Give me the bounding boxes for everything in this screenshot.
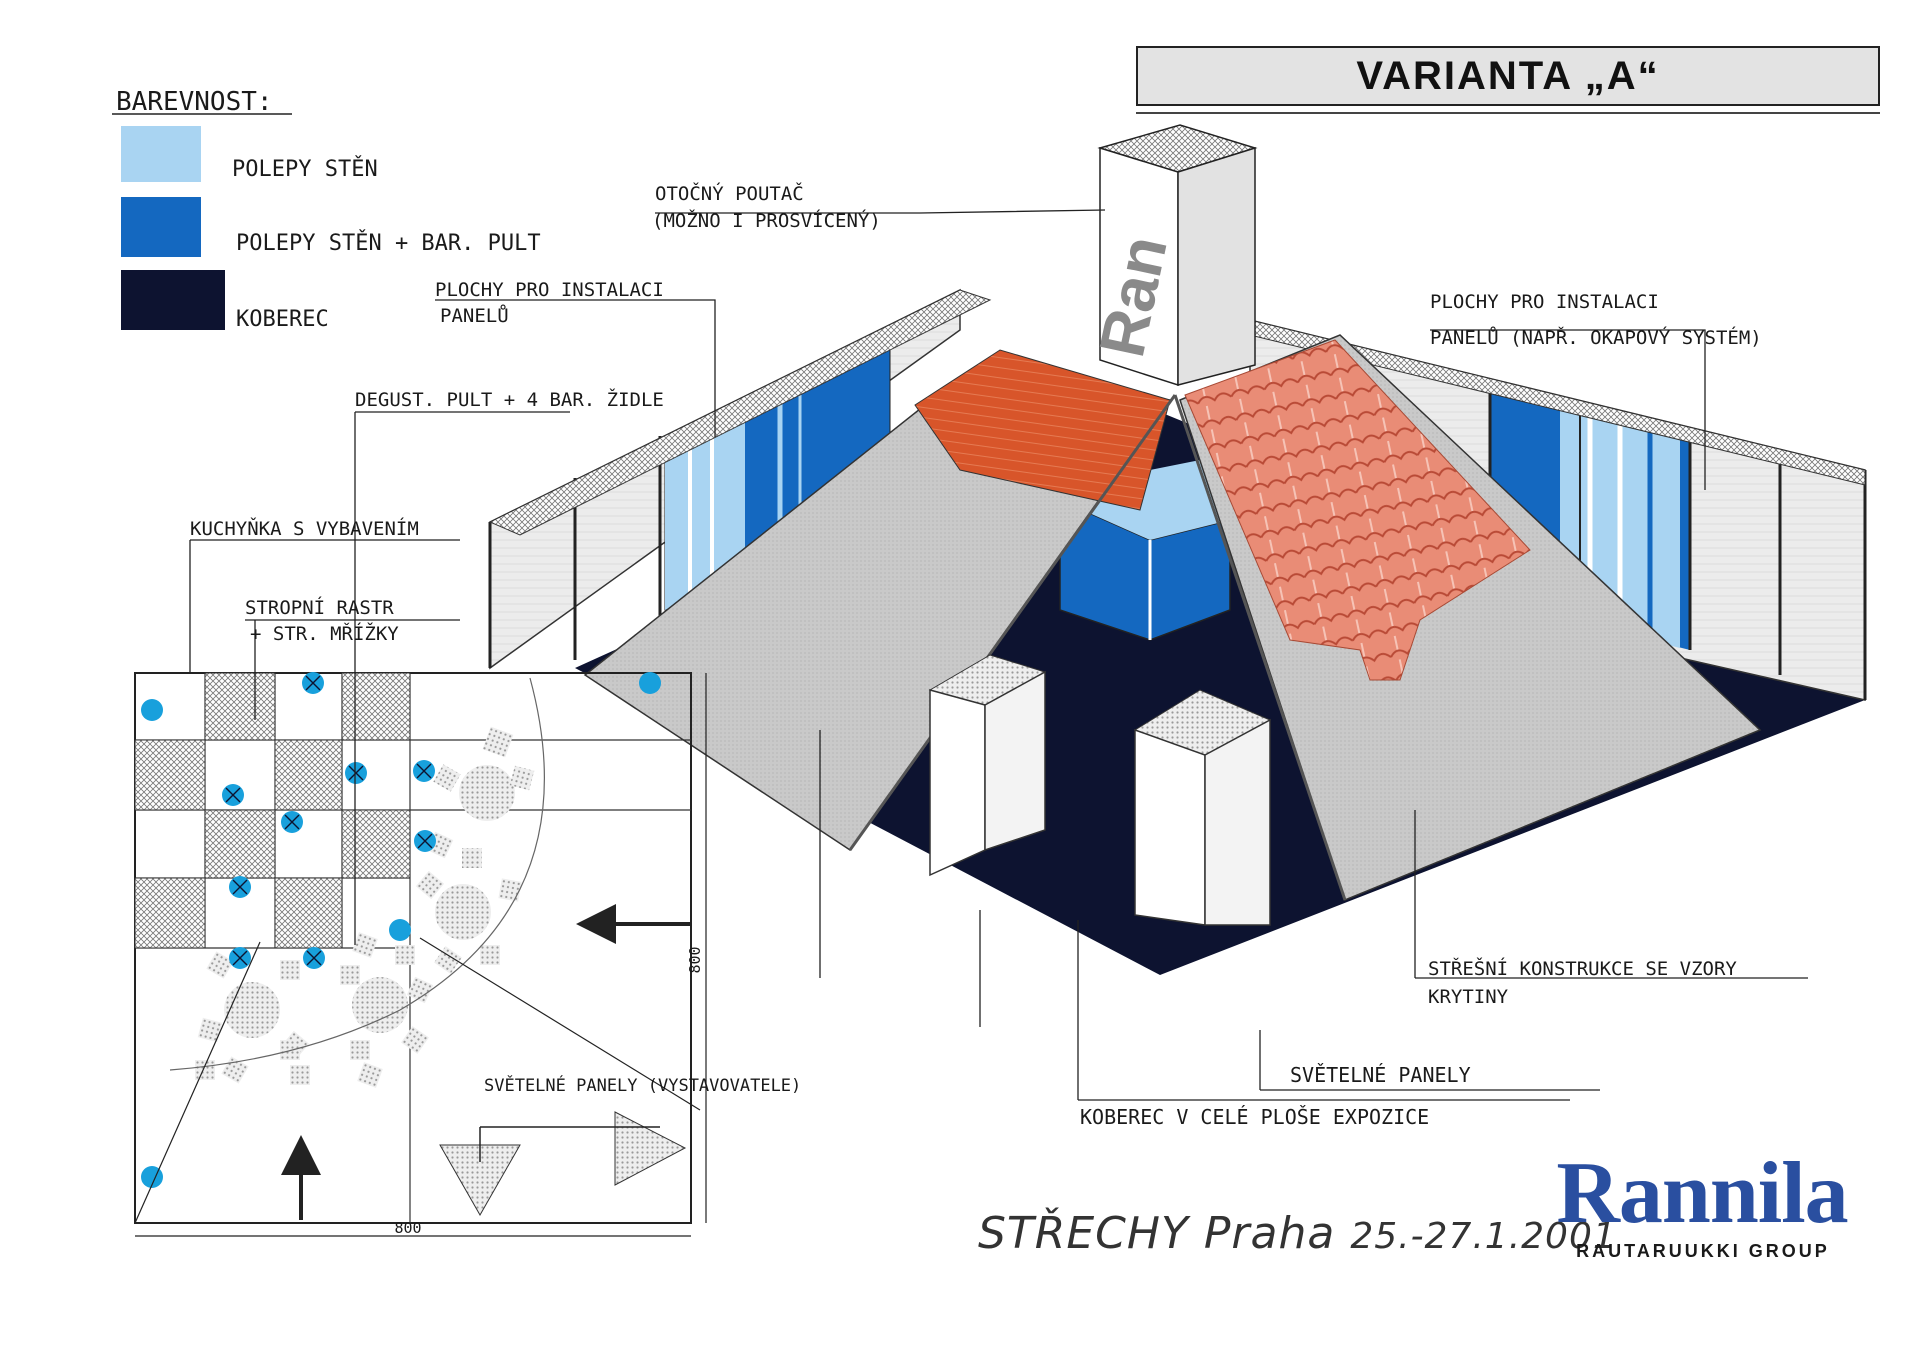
tile-roof-sample (1184, 339, 1531, 681)
legend-swatch-blue (121, 197, 201, 257)
event-name: STŘECHY (978, 1208, 1189, 1259)
label-rotating-column: OTOČNÝ POUTAČ (655, 181, 804, 205)
perspective-view: Ran (488, 124, 1867, 975)
rannila-logo: Rannila (1556, 1145, 1848, 1242)
legend-swatch-light-blue (121, 126, 201, 182)
floor-plan: 800 800 (134, 672, 707, 1237)
color-legend: BAREVNOST: POLEPY STĚN POLEPY STĚN + BAR… (112, 87, 541, 332)
orange-roof-sample (914, 349, 1171, 511)
label-ceiling-grid-2: + STR. MŘÍŽKY (250, 622, 399, 645)
label-exhibitor-panels: SVĚTELNÉ PANELY (VYSTAVOVATELE) (484, 1074, 801, 1096)
annotations: OTOČNÝ POUTAČ (MOŽNO I PROSVÍCENÝ) PLOCH… (190, 181, 1762, 1129)
legend-label-wall-stickers: POLEPY STĚN (232, 156, 378, 182)
left-ceiling-grid (488, 289, 992, 536)
label-carpet: KOBEREC V CELÉ PLOŠE EXPOZICE (1080, 1105, 1429, 1129)
legend-label-walls-and-bar: POLEPY STĚN + BAR. PULT (236, 230, 541, 256)
light-panel-right (1133, 689, 1272, 926)
rautaruukki-group-label: RAUTARUUKKI GROUP (1576, 1241, 1830, 1261)
legend-swatch-navy (121, 270, 225, 330)
rotating-column: Ran (1085, 124, 1258, 387)
label-light-panels: SVĚTELNÉ PANELY (1290, 1063, 1471, 1087)
plan-furniture (195, 726, 535, 1088)
triangle-panel-right (614, 1111, 687, 1186)
leader-lines (189, 209, 1808, 1101)
legend-label-carpet: KOBEREC (236, 307, 329, 332)
plan-depth-dimension: 800 (686, 946, 704, 973)
label-ceiling-grid: STROPNÍ RASTR (245, 596, 394, 619)
event-caption: STŘECHY Praha 25.-27.1.2001 (978, 1208, 1617, 1259)
label-panel-areas-left: PLOCHY PRO INSTALACI (435, 279, 664, 301)
label-kitchen: KUCHYŇKA S VYBAVENÍM (190, 517, 419, 540)
event-dates: 25.-27.1.2001 (1350, 1216, 1617, 1257)
label-tasting-counter: DEGUST. PULT + 4 BAR. ŽIDLE (355, 388, 664, 411)
legend-heading: BAREVNOST: (116, 87, 273, 117)
event-city: Praha (1203, 1208, 1336, 1259)
plan-light-markers (141, 672, 661, 1188)
plan-width-dimension: 800 (394, 1219, 421, 1237)
label-rotating-column-note: (MOŽNO I PROSVÍCENÝ) (652, 209, 881, 232)
label-panel-areas-left-2: PANELŮ (440, 303, 509, 327)
left-light-blue-wall (665, 416, 745, 610)
light-panel-left (928, 654, 1047, 877)
label-roof-structure-2: KRYTINY (1428, 986, 1509, 1008)
label-roof-structure: STŘEŠNÍ KONSTRUKCE SE VZORY (1428, 956, 1737, 980)
label-panel-areas-right-2: PANELŮ (NAPŘ. OKAPOVÝ SYSTÉM) (1430, 325, 1762, 349)
title-underline (1136, 112, 1880, 114)
label-panel-areas-right: PLOCHY PRO INSTALACI (1430, 291, 1659, 313)
page-title: VARIANTA „A“ (1136, 46, 1880, 106)
